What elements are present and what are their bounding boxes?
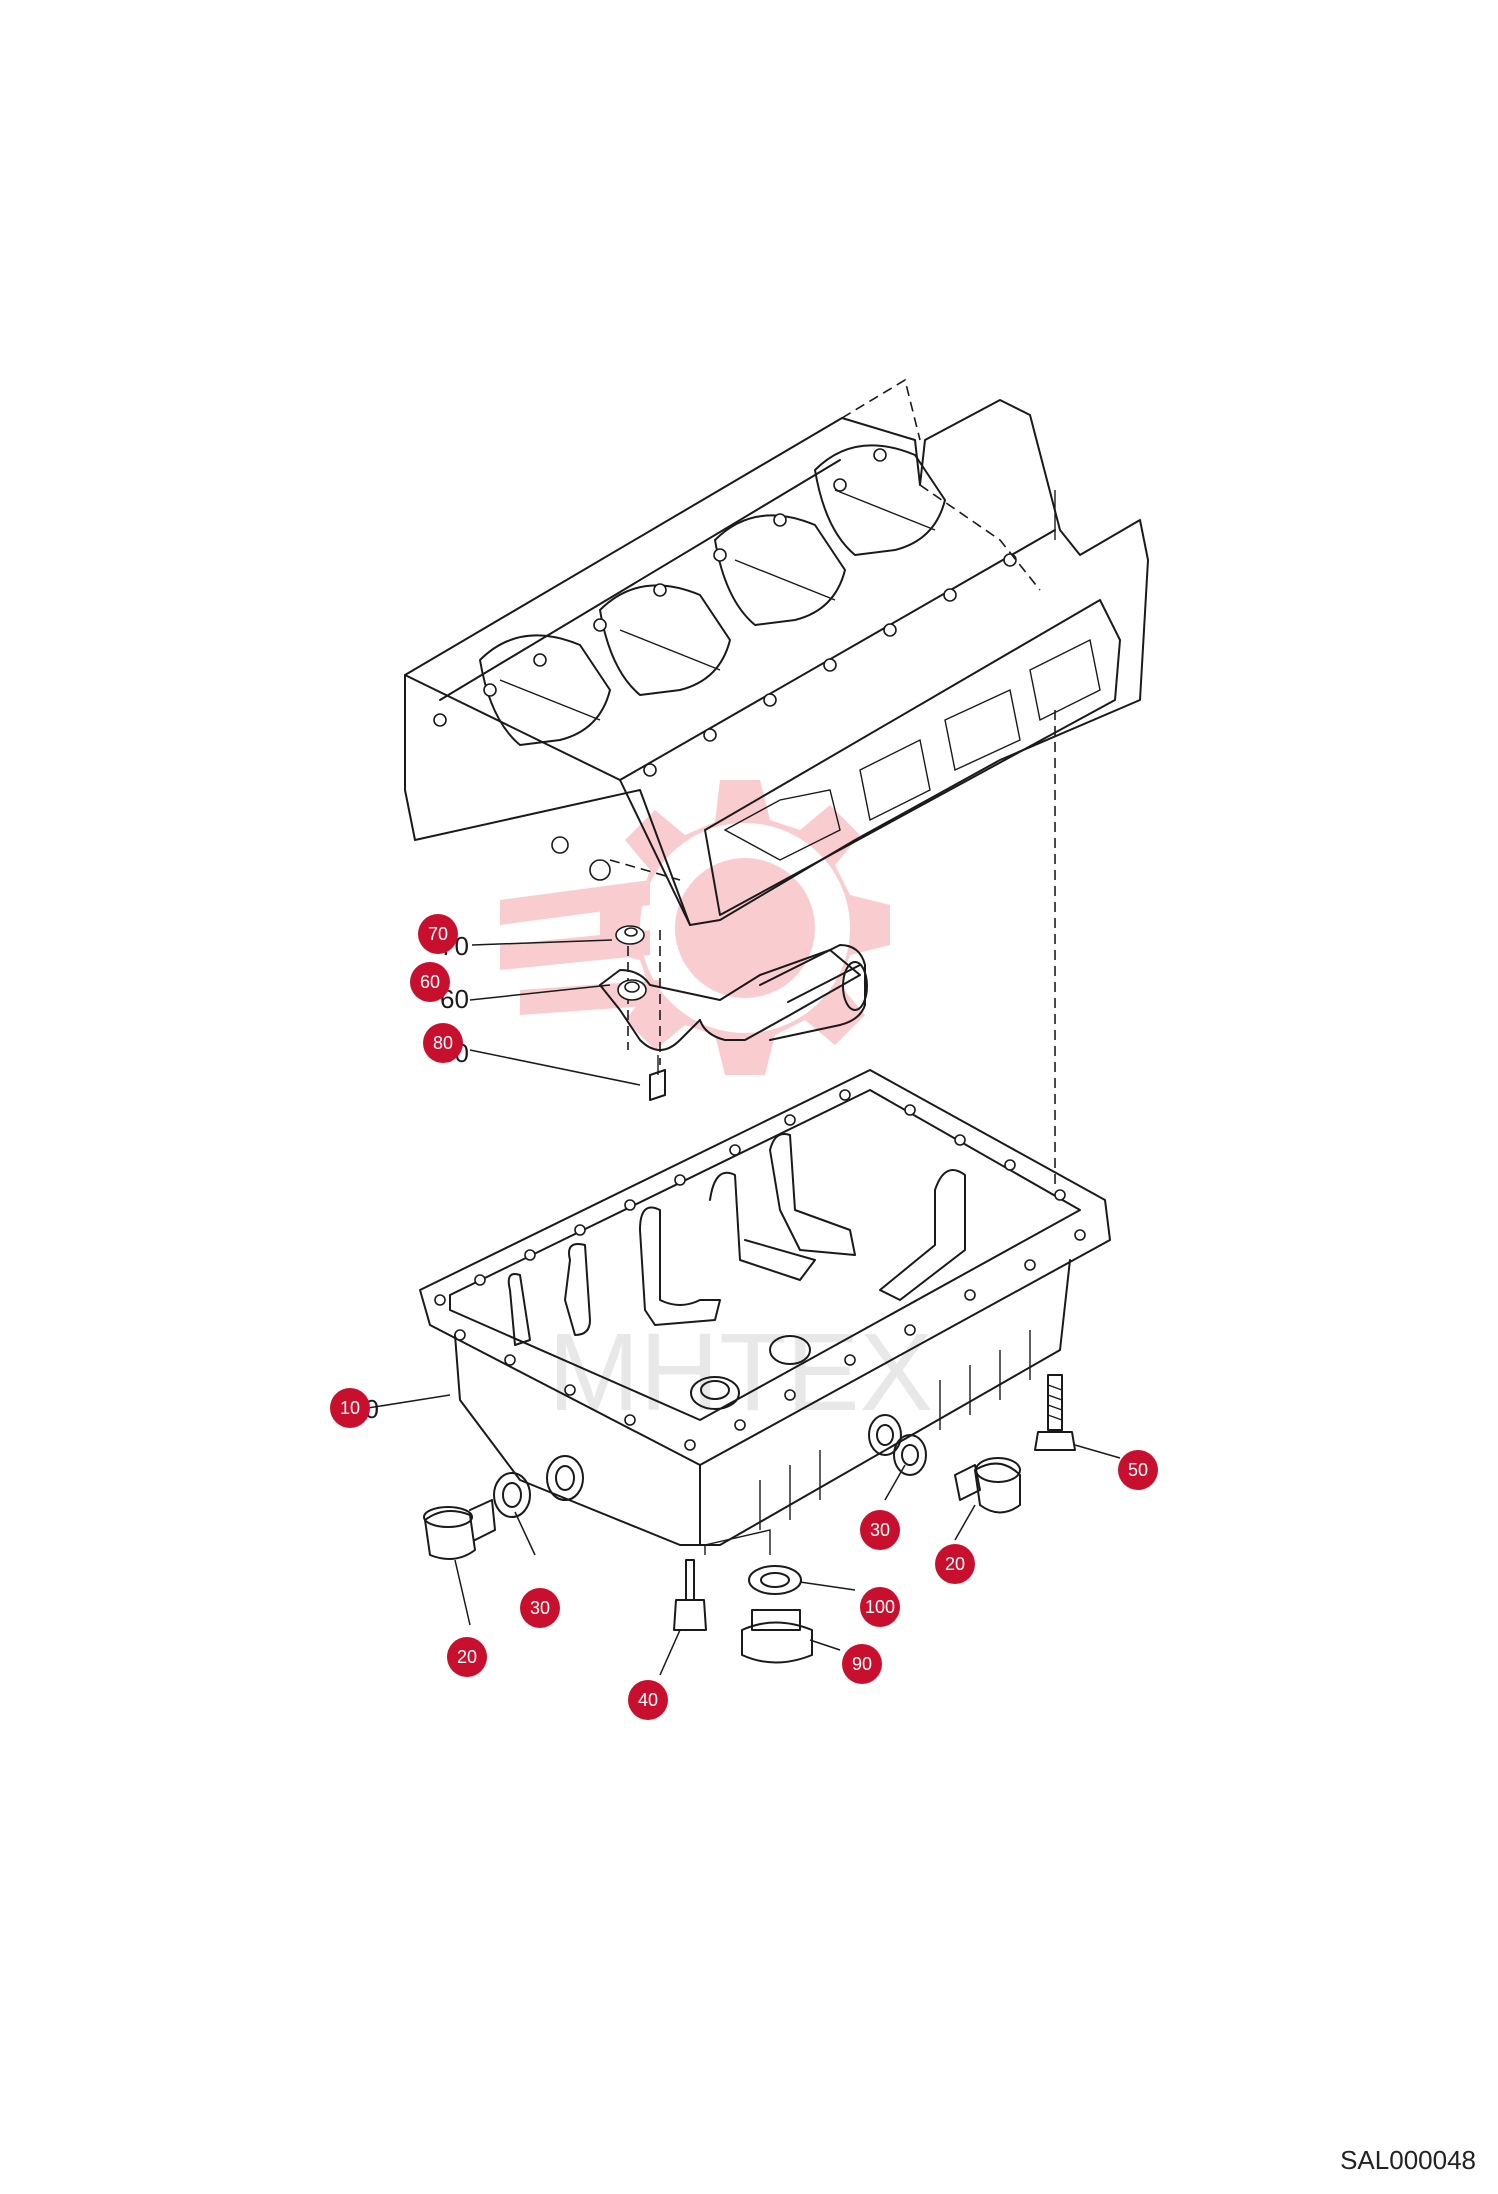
callout-30-left[interactable]: 30 xyxy=(520,1588,560,1628)
drain-plug-90 xyxy=(741,1609,813,1664)
drain-plug-right xyxy=(893,1434,1021,1514)
callout-label: 90 xyxy=(852,1654,872,1674)
cylinder-block xyxy=(404,378,1149,926)
leader-lines xyxy=(367,939,1121,1676)
drain-plug-left xyxy=(423,1472,531,1560)
drawing-code: SAL000048 xyxy=(1340,2145,1476,2175)
callout-60[interactable]: 60 xyxy=(410,962,450,1002)
drain-washer-100 xyxy=(748,1565,802,1595)
callout-10[interactable]: 10 xyxy=(330,1388,370,1428)
oil-strainer xyxy=(599,925,868,1101)
callout-label: 30 xyxy=(530,1598,550,1618)
callout-label: 40 xyxy=(638,1690,658,1710)
original-labels: 70 60 80 10 xyxy=(350,931,469,1424)
callout-90[interactable]: 90 xyxy=(842,1644,882,1684)
callout-100[interactable]: 100 xyxy=(860,1587,900,1627)
callout-label: 10 xyxy=(340,1398,360,1418)
callout-20-left[interactable]: 20 xyxy=(447,1637,487,1677)
bolt-50 xyxy=(1034,1374,1076,1451)
oil-pan xyxy=(419,1069,1111,1546)
callout-label: 70 xyxy=(428,924,448,944)
bolt-40 xyxy=(673,1559,707,1631)
callout-label: 20 xyxy=(945,1554,965,1574)
plug-bracket xyxy=(704,1529,771,1555)
callout-50[interactable]: 50 xyxy=(1118,1450,1158,1490)
callout-20-right[interactable]: 20 xyxy=(935,1544,975,1584)
callout-label: 50 xyxy=(1128,1460,1148,1480)
callout-label: 30 xyxy=(870,1520,890,1540)
callout-label: 80 xyxy=(433,1033,453,1053)
watermark-logo: MHTEX xyxy=(500,780,933,1434)
callout-70[interactable]: 70 xyxy=(418,914,458,954)
callout-40[interactable]: 40 xyxy=(628,1680,668,1720)
callout-80[interactable]: 80 xyxy=(423,1023,463,1063)
callout-label: 60 xyxy=(420,972,440,992)
callout-label: 100 xyxy=(865,1597,895,1617)
callout-label: 20 xyxy=(457,1647,477,1667)
callout-30-right[interactable]: 30 xyxy=(860,1510,900,1550)
